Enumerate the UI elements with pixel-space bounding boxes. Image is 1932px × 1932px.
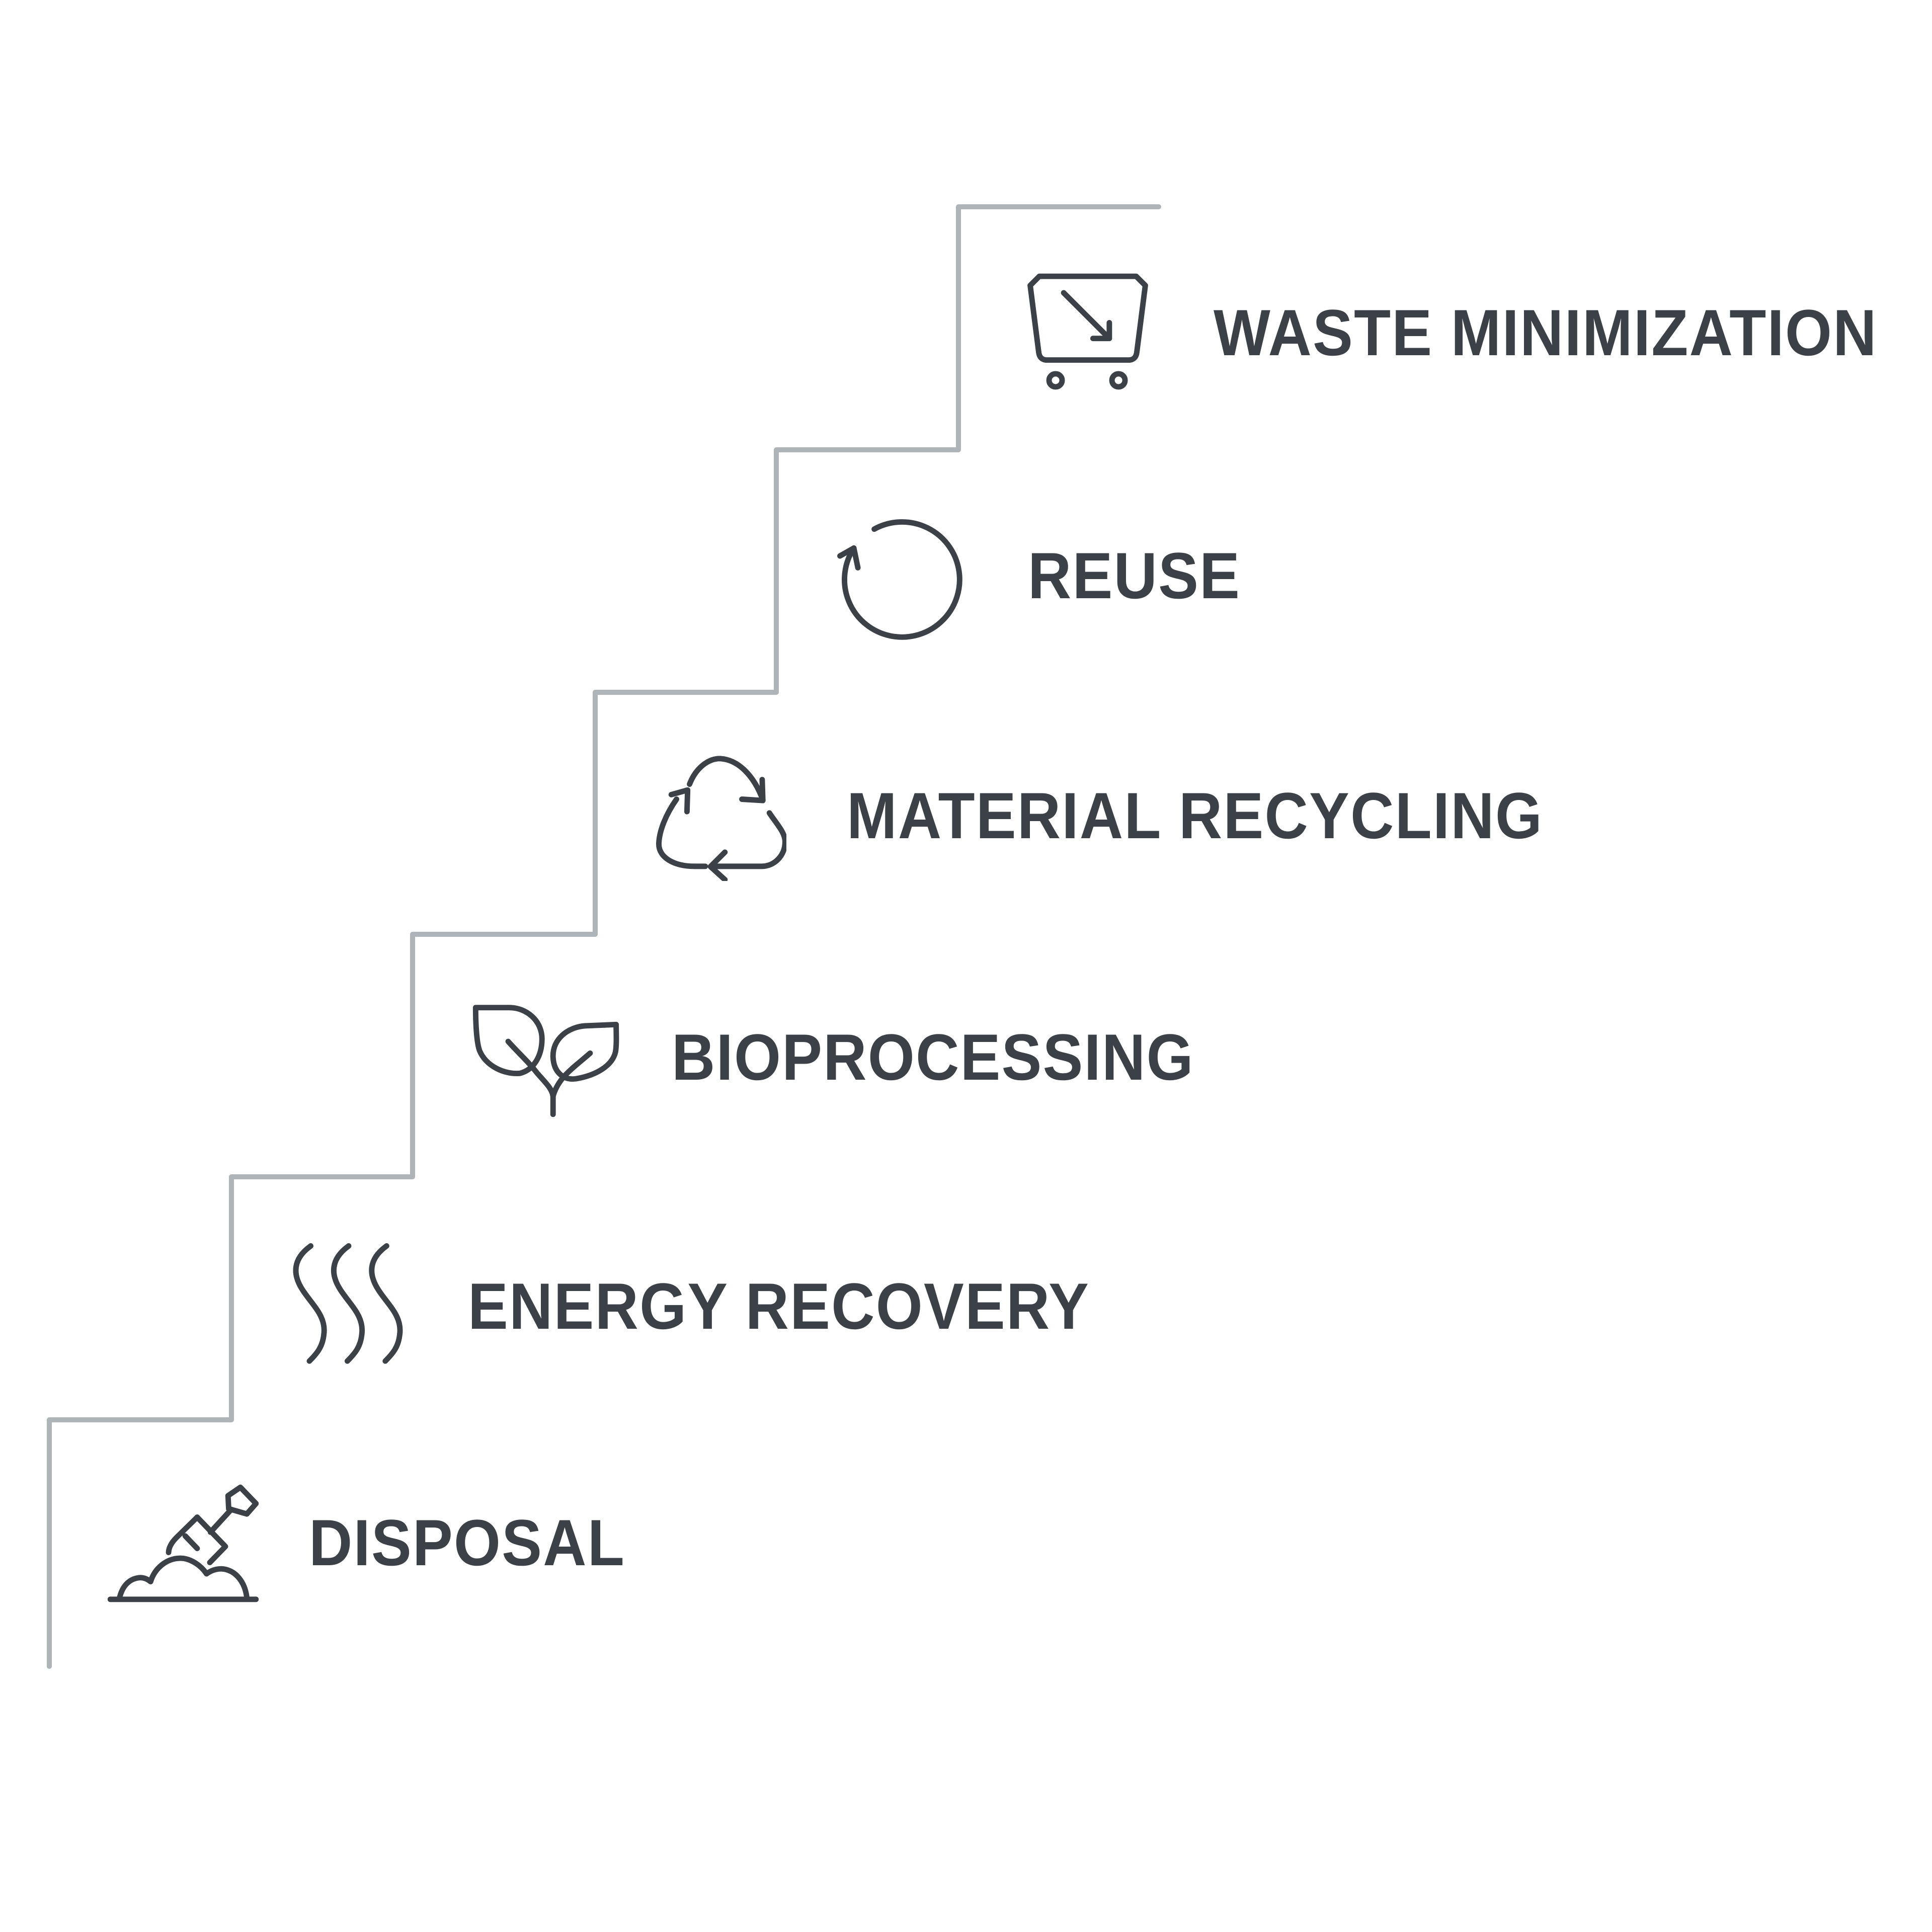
step-label: WASTE MINIMIZATION [1214, 296, 1878, 369]
step-waste-minimization: WASTE MINIMIZATION [1022, 267, 1932, 398]
heat-waves-icon [293, 1243, 403, 1364]
step-label: ENERGY RECOVERY [468, 1269, 1090, 1343]
step-disposal: DISPOSAL [108, 1477, 653, 1608]
circular-arrow-icon [837, 519, 962, 640]
recycling-arrows-icon [656, 756, 786, 881]
step-energy-recovery: ENERGY RECOVERY [277, 1241, 1144, 1372]
fork-in-ground-icon [108, 1484, 259, 1602]
step-label: REUSE [1028, 539, 1241, 612]
sprout-leaves-icon [472, 1005, 619, 1117]
step-label: BIOPROCESSING [672, 1020, 1194, 1094]
step-bioprocessing: BIOPROCESSING [470, 992, 1240, 1122]
step-label: MATERIAL RECYCLING [847, 779, 1544, 852]
waste-container-arrow-icon [1027, 273, 1148, 390]
step-reuse: REUSE [837, 510, 1259, 641]
step-label: DISPOSAL [309, 1506, 626, 1579]
step-material-recycling: MATERIAL RECYCLING [656, 750, 1604, 881]
